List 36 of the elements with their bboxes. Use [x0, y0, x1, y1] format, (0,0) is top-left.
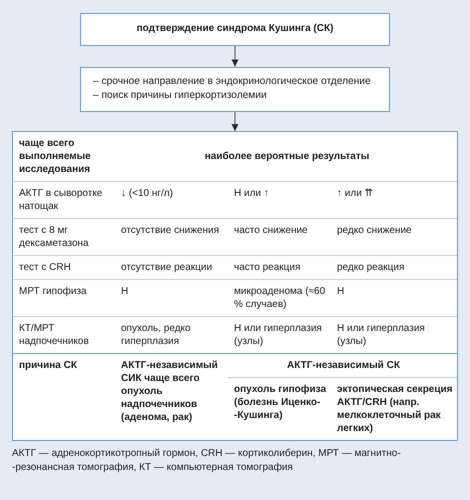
test-name: МРТ гипофиза [19, 285, 87, 298]
result-text: Н или гиперплазия (узлы) [337, 322, 426, 348]
result-text: Н [337, 285, 344, 298]
column-header: наиболее вероятные результаты [204, 150, 370, 164]
result-text: Н или гиперплазия (узлы) [234, 322, 323, 348]
result-text: редко реакция [337, 261, 404, 274]
result-text: Н [121, 285, 128, 298]
result-text: микроаденома (≈60 % случаев) [234, 285, 326, 312]
column-header: чаще всего выполняемые исследования [19, 137, 92, 176]
test-name: тест с CRH [19, 261, 71, 274]
test-name: тест с 8 мг дексаметазона [19, 224, 90, 250]
test-name: АКТГ в сыворотке натощак [19, 187, 104, 214]
result-text: ↑ или ⇈ [337, 187, 373, 200]
result-text: редко снижение [337, 224, 412, 238]
results-table-panel [12, 131, 458, 442]
arrow [232, 46, 238, 66]
cause-text: АКТГ-независимый СИК чаще всего опухоль надпочечников (аденома, рак) [121, 359, 219, 424]
arrow [232, 112, 238, 132]
list-item: – поиск причины гиперкортизолемии [93, 89, 267, 104]
result-text: часто реакция [234, 261, 300, 274]
row-header: причина СК [19, 359, 77, 372]
result-text: Н или ↑ [234, 187, 269, 200]
test-name: КТ/МРТ надпочечников [19, 322, 90, 348]
result-text: опухоль, редко гиперплазия [121, 322, 192, 348]
cause-text: эктопическая секреция АКТГ/CRH (напр. мелкоклеточный рак легких) [337, 383, 453, 436]
footnote: АКТГ — адренокортикотропный гормон, CRH — кортиколиберин, МРТ — магнитно- -резонансная томография, КТ — компьютерная томография [12, 447, 402, 474]
list-item: – срочное направление в эндокринологическое отделение [93, 74, 371, 88]
result-text: часто снижение [234, 224, 308, 238]
result-text: отсутствие снижения [121, 224, 219, 238]
result-text: ↓ (<10 нг/л) [121, 187, 173, 200]
process-box [80, 66, 390, 112]
result-text: отсутствие реакции [121, 261, 212, 274]
group-header: АКТГ-независимый СК [287, 359, 400, 372]
cause-text: опухоль гипофиза (болезнь Иценко- -Кушинга) [234, 383, 327, 422]
process-box [80, 13, 390, 46]
box-title: подтверждение синдрома Кушинга (СК) [136, 22, 334, 36]
